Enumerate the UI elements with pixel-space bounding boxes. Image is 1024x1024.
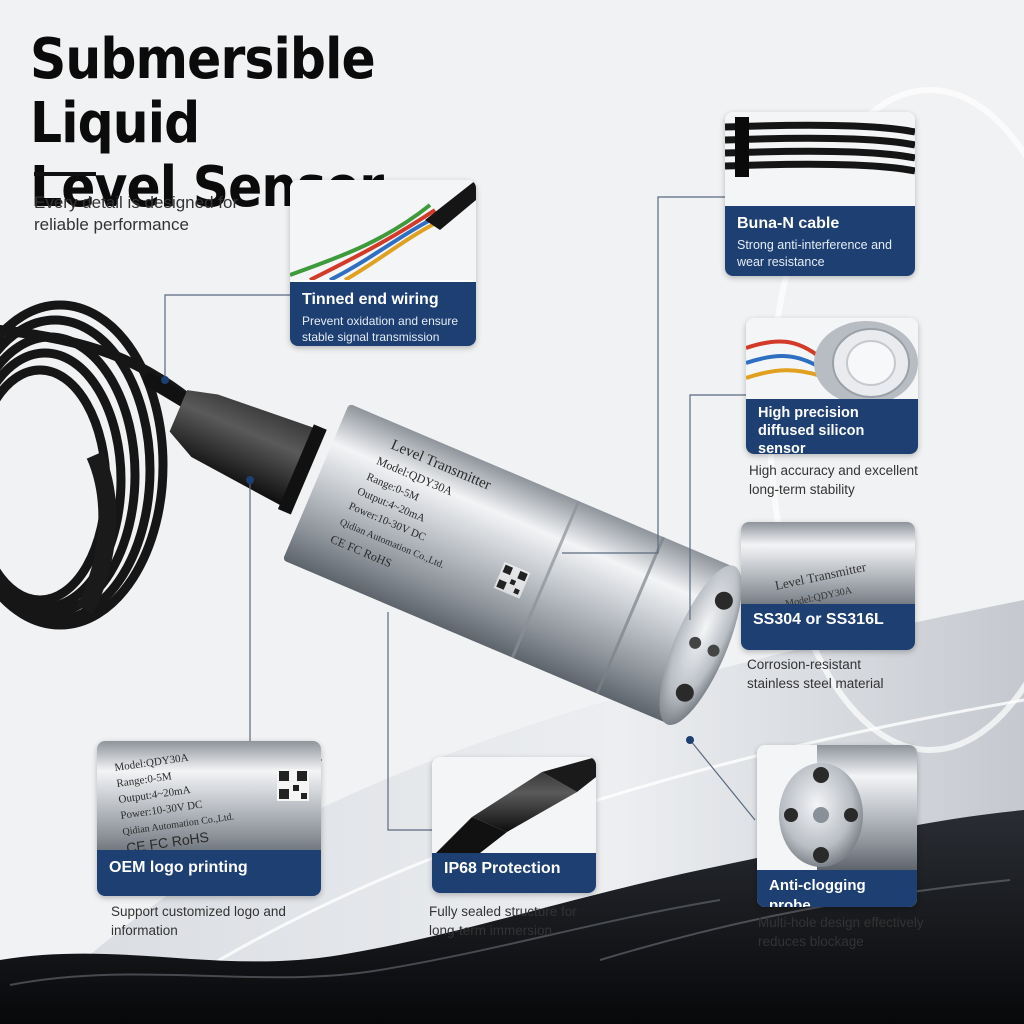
subtitle: Every detail is designed for reliable pe… bbox=[34, 193, 239, 234]
silicon-title: High precision diffused silicon sensor bbox=[758, 405, 865, 454]
feature-card-tinned-wiring: Tinned end wiring Prevent oxidation and … bbox=[290, 180, 476, 346]
qr-code-icon bbox=[277, 769, 309, 801]
oem-desc: Support customized logo and information bbox=[111, 904, 286, 938]
steel-title: SS304 or SS316L bbox=[753, 611, 884, 628]
ip68-title: IP68 Protection bbox=[444, 860, 561, 877]
tinned-title: Tinned end wiring bbox=[302, 291, 439, 308]
connector-photo bbox=[432, 757, 596, 863]
ip68-desc: Fully sealed structure for long-term imm… bbox=[429, 904, 577, 938]
cable-photo bbox=[725, 112, 915, 207]
feature-card-ip68: IP68 Protection bbox=[432, 757, 596, 893]
feature-card-oem-logo: Model:QDY30A Range:0-5M Output:4~20mA Po… bbox=[97, 741, 321, 896]
steel-desc: Corrosion-resistant stainless steel mate… bbox=[747, 657, 884, 691]
cable-desc: Strong anti-interference and wear resist… bbox=[737, 238, 892, 269]
wiring-photo bbox=[290, 180, 476, 280]
steel-body-photo: Level Transmitter Model:QDY30A bbox=[741, 522, 915, 614]
feature-card-buna-cable: Buna-N cable Strong anti-interference an… bbox=[725, 112, 915, 276]
title-divider bbox=[34, 172, 96, 176]
feature-card-silicon-sensor: High precision diffused silicon sensor bbox=[746, 318, 918, 454]
probe-desc: Multi-hole design effectively reduces bl… bbox=[758, 915, 924, 949]
tinned-desc: Prevent oxidation and ensure stable sign… bbox=[302, 314, 459, 344]
oem-label-photo: Model:QDY30A Range:0-5M Output:4~20mA Po… bbox=[97, 741, 321, 861]
feature-card-stainless-steel: Level Transmitter Model:QDY30A SS304 or … bbox=[741, 522, 915, 650]
qr-code-icon bbox=[493, 561, 531, 599]
silicon-sensor-photo bbox=[746, 318, 918, 404]
probe-photo bbox=[757, 745, 917, 870]
probe-title: Anti-clogging probe bbox=[769, 877, 866, 907]
silicon-desc: High accuracy and excellent long-term st… bbox=[749, 463, 918, 497]
feature-card-anti-clogging: Anti-clogging probe bbox=[757, 745, 917, 907]
oem-title: OEM logo printing bbox=[109, 859, 248, 876]
cable-title: Buna-N cable bbox=[737, 215, 840, 232]
title-line-1: Submersible Liquid bbox=[30, 27, 376, 156]
